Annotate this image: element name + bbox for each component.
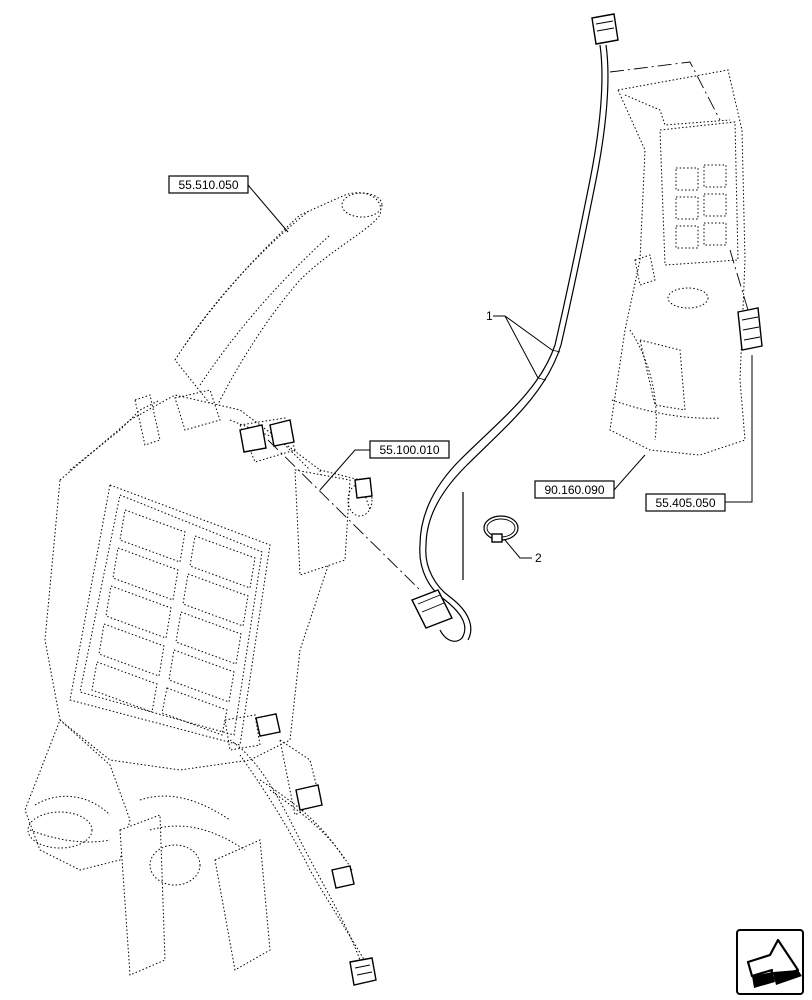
callout-90-160-090[interactable]: 90.160.090 [534,480,615,499]
cable-tie-item-2 [483,515,519,543]
connection-line-pillar-top [609,61,721,121]
callout-55-510-050[interactable]: 55.510.050 [168,175,249,194]
svg-text:90.160.090: 90.160.090 [544,483,604,497]
callout-55-405-050[interactable]: 55.405.050 [645,493,726,512]
svg-text:55.100.010: 55.100.010 [379,443,439,457]
harness-top-connector [591,13,619,45]
steering-column-assembly [24,192,383,976]
callout-55-100-010[interactable]: 55.100.010 [369,440,450,459]
svg-text:55.405.050: 55.405.050 [655,496,715,510]
connection-line-dash [267,439,421,591]
item-number-1: 1 [486,309,493,323]
item-number-2: 2 [535,551,542,565]
harness-bottom-connector [411,589,453,629]
next-page-arrow-icon[interactable] [736,929,804,995]
lower-harness-connectors [239,419,377,986]
connection-line-pillar-right [729,249,749,311]
svg-text:55.510.050: 55.510.050 [178,178,238,192]
control-panel-modules [91,509,256,736]
harness-item-1 [411,13,619,642]
pillar-console-housing [609,69,746,456]
